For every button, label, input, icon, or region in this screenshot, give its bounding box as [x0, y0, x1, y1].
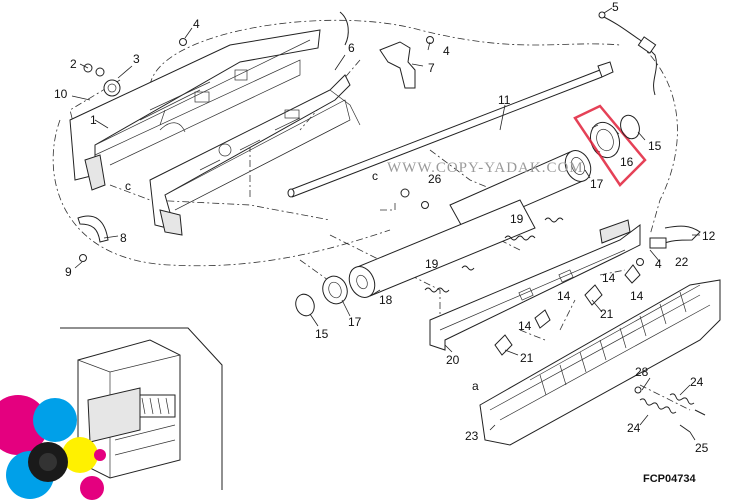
- callout-4: 4: [443, 44, 450, 58]
- callout-4: 4: [655, 257, 662, 271]
- highlight-box-16: [573, 104, 647, 187]
- callout-2: 2: [70, 57, 77, 71]
- levers-part-14-21: [494, 264, 641, 356]
- callout-labels: 1 2 3 4 4 4 5 6 7 8 9 10 11 12 14 14 14 …: [54, 0, 716, 455]
- callout-24: 24: [627, 421, 641, 435]
- link-part-8: [77, 215, 109, 243]
- springs-part-24: [634, 386, 706, 433]
- callout-14: 14: [602, 271, 616, 285]
- callout-28: 28: [635, 365, 649, 379]
- press-roller-part-18: [348, 199, 536, 298]
- callout-5: 5: [612, 0, 619, 14]
- callout-14: 14: [518, 319, 532, 333]
- callout-12: 12: [702, 229, 716, 243]
- screws: [79, 36, 644, 266]
- callout-24: 24: [690, 375, 704, 389]
- callout-25: 25: [695, 441, 709, 455]
- callout-1: 1: [90, 113, 97, 127]
- left-frame-part-1: [69, 29, 321, 191]
- callout-26: 26: [428, 172, 442, 186]
- callout-14: 14: [630, 289, 644, 303]
- callout-17: 17: [348, 315, 362, 329]
- callout-4: 4: [193, 17, 200, 31]
- gear-part-16: [589, 121, 621, 159]
- callout-19: 19: [510, 212, 524, 226]
- leader-lines: [71, 7, 700, 441]
- figure-code: FCP04734: [643, 473, 696, 485]
- callout-21: 21: [520, 351, 534, 365]
- heat-roller-upper: [449, 150, 592, 233]
- callout-7: 7: [428, 61, 435, 75]
- watermark-text: WWW.COPY-YADAK.COM: [387, 160, 584, 176]
- mark-c: c: [372, 169, 378, 183]
- mark-c: c: [125, 179, 131, 193]
- callout-20: 20: [446, 353, 460, 367]
- right-frame-part-6: [149, 74, 361, 236]
- mark-a: a: [472, 379, 479, 393]
- exit-guide-part-23: [479, 279, 721, 446]
- corner-logo: [0, 395, 106, 500]
- springs-part-19: [424, 217, 564, 293]
- connector-marks: c c a: [125, 169, 479, 393]
- bracket-part-7: [379, 41, 416, 89]
- callout-8: 8: [120, 231, 127, 245]
- callout-18: 18: [379, 293, 393, 307]
- pressure-frame-part-20: [429, 219, 641, 351]
- callout-15: 15: [648, 139, 662, 153]
- heat-lamp-part-11: [287, 61, 614, 198]
- inset-location-panel: [60, 327, 223, 490]
- callout-6: 6: [348, 41, 355, 55]
- callout-15: 15: [315, 327, 329, 341]
- harness-part-12: [649, 225, 701, 249]
- callout-11: 11: [498, 93, 511, 107]
- callout-17: 17: [590, 177, 604, 191]
- callout-19: 19: [425, 257, 439, 271]
- callout-16: 16: [620, 155, 634, 169]
- snap-ring-part-15-lower: [295, 293, 315, 317]
- callout-14: 14: [557, 289, 571, 303]
- callout-10: 10: [54, 87, 68, 101]
- snap-ring-part-15-upper: [620, 114, 640, 140]
- bushing-part-17-lower: [322, 275, 348, 305]
- callout-3: 3: [133, 52, 140, 66]
- callout-21: 21: [600, 307, 614, 321]
- harness-part-5: [339, 11, 657, 96]
- callout-23: 23: [465, 429, 479, 443]
- callout-22: 22: [675, 255, 689, 269]
- callout-9: 9: [65, 265, 72, 279]
